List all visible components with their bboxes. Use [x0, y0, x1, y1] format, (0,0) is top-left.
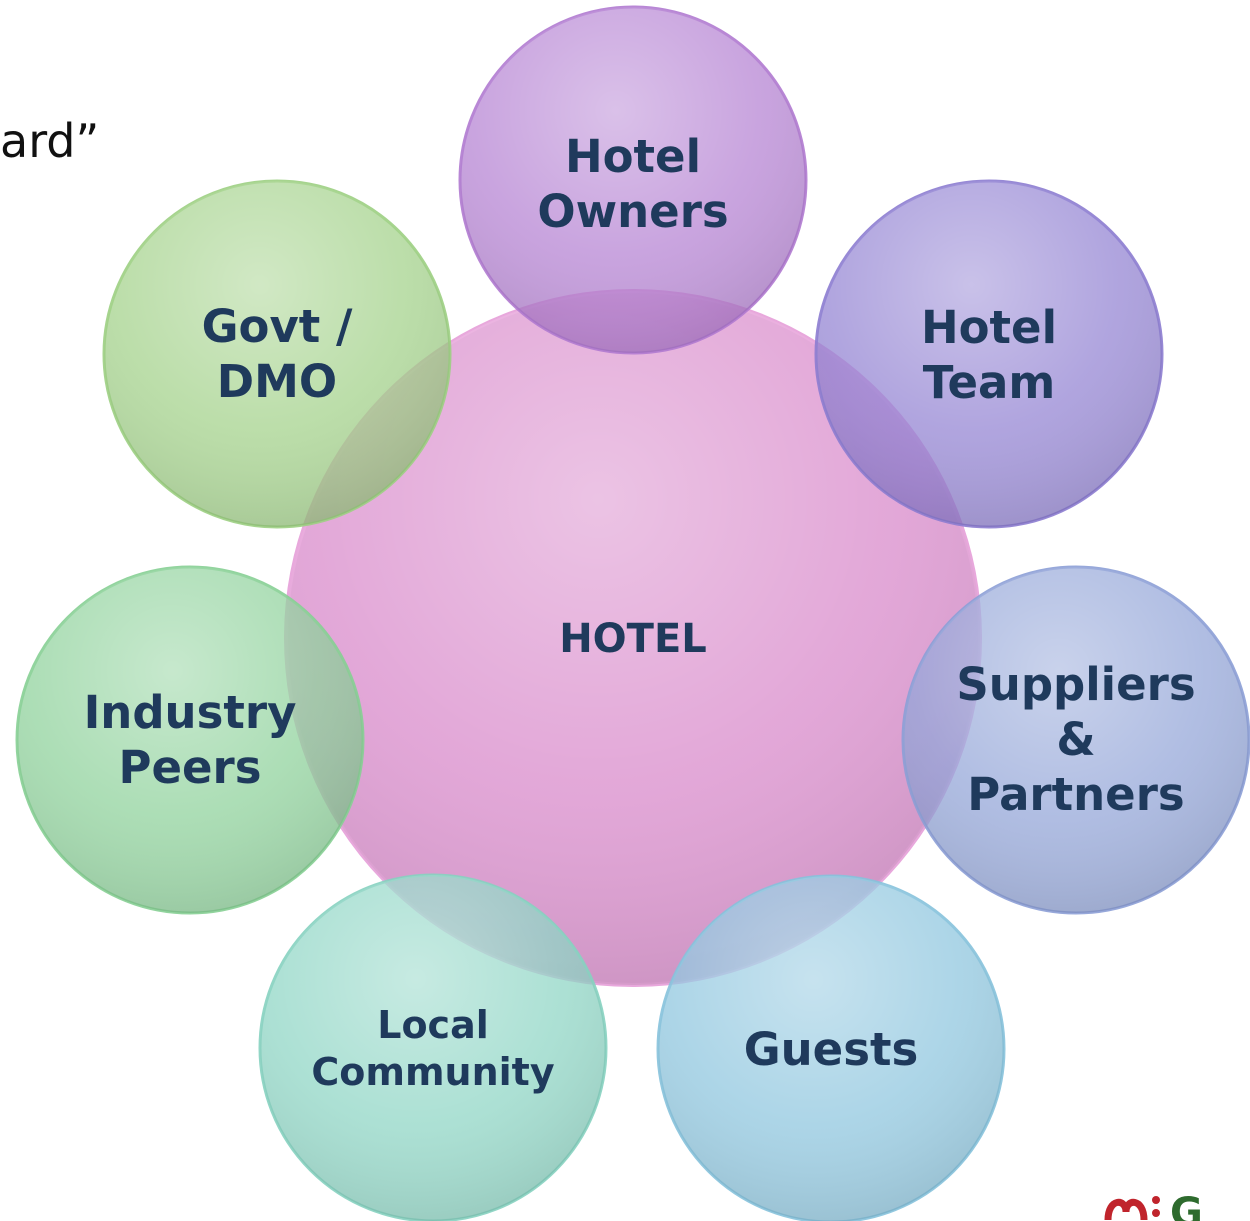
stakeholder-node-local-community: Local Community [258, 873, 608, 1221]
stakeholder-label-line: Suppliers [956, 658, 1195, 711]
stakeholder-node-govt-dmo: Govt / DMO [102, 179, 452, 529]
stakeholder-label-line: Community [311, 1050, 554, 1094]
brand-logo: G [1104, 1190, 1203, 1221]
stakeholder-label-line: & [1056, 713, 1095, 766]
stakeholder-label-line: Team [923, 356, 1056, 409]
stakeholder-label-line: Local [377, 1003, 489, 1047]
stakeholder-label-line: DMO [217, 355, 337, 408]
stakeholder-node-suppliers-partners: Suppliers & Partners [901, 565, 1250, 915]
logo-dot-icon [1152, 1209, 1160, 1217]
logo-dot-icon [1152, 1196, 1160, 1204]
stakeholder-label-line: Owners [537, 185, 728, 238]
slide-title-fragment: ard” [0, 114, 100, 168]
stakeholder-label-line: Hotel [565, 130, 701, 183]
center-label: HOTEL [559, 616, 707, 662]
stakeholder-label-line: Hotel [921, 301, 1057, 354]
stakeholder-node-guests: Guests [656, 874, 1006, 1221]
stakeholder-label-line: Industry [84, 686, 297, 739]
logo-mark-icon [1104, 1199, 1148, 1221]
stakeholder-node-hotel-team: Hotel Team [814, 179, 1164, 529]
stakeholder-node-hotel-owners: Hotel Owners [458, 5, 808, 355]
stakeholder-node-industry-peers: Industry Peers [15, 565, 365, 915]
stakeholder-label-line: Peers [119, 741, 262, 794]
stakeholder-label-line: Partners [967, 768, 1184, 821]
logo-letter: G [1170, 1190, 1203, 1221]
stakeholder-label-line: Govt / [202, 300, 353, 353]
stakeholder-label-line: Guests [744, 1023, 919, 1076]
